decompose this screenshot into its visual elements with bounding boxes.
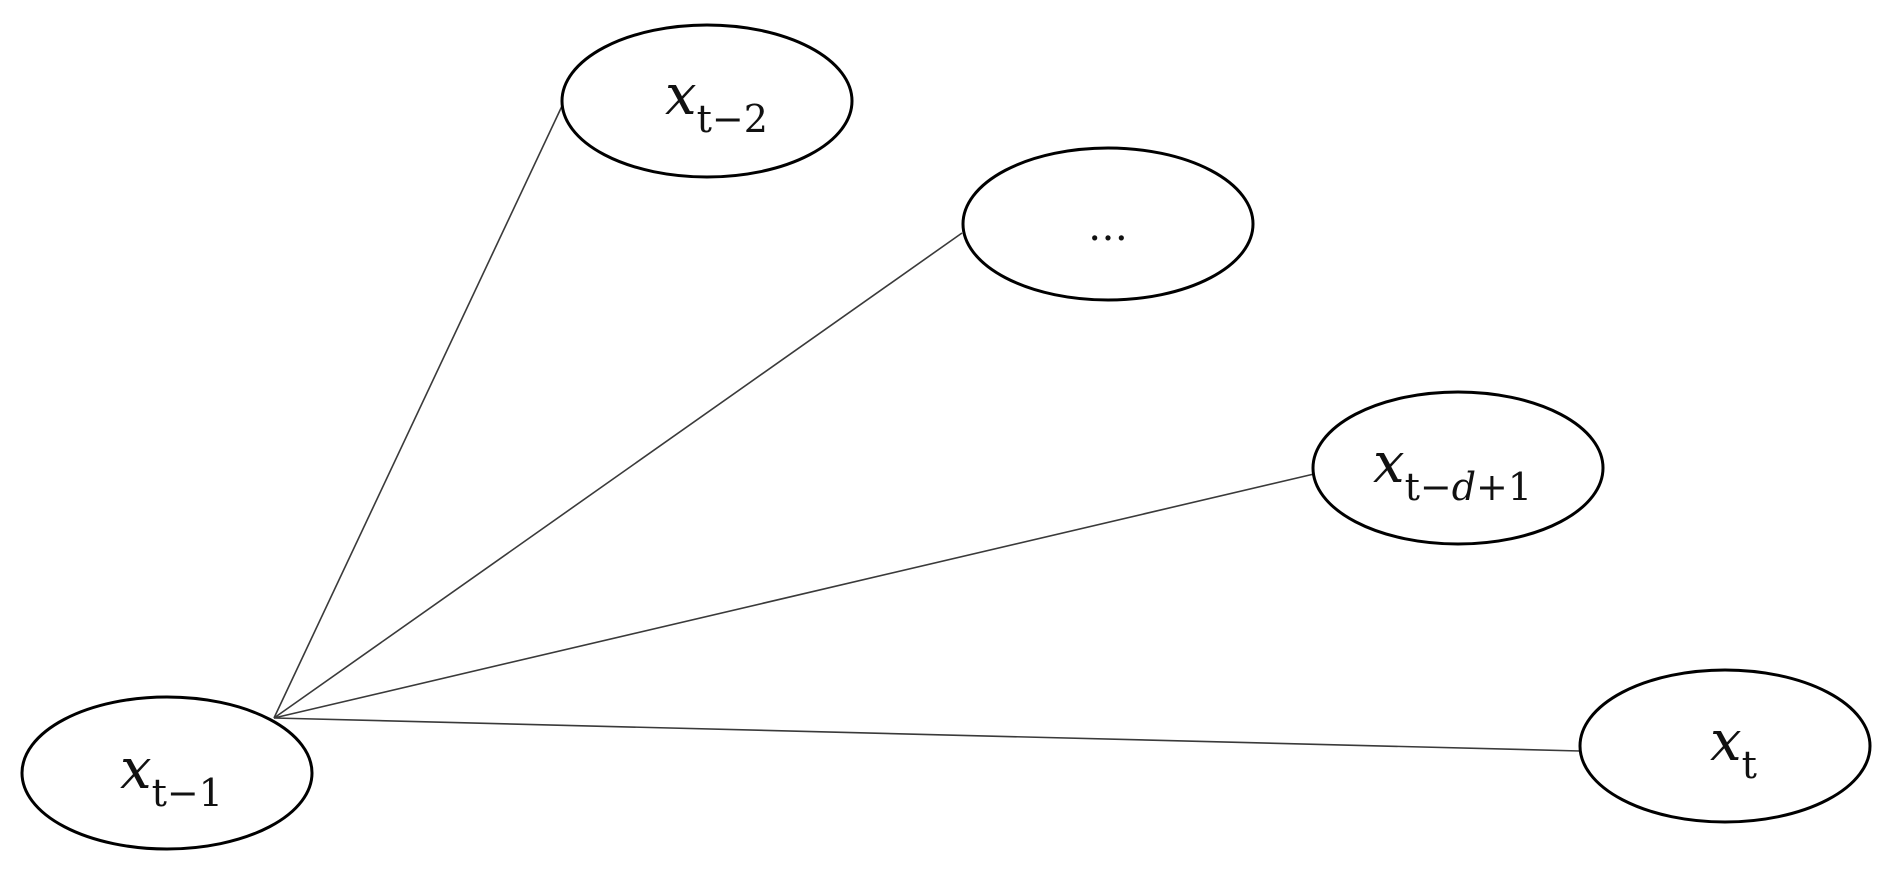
node-x-t-var: x — [1710, 709, 1742, 774]
svg-text:xt−2: xt−2 — [665, 63, 768, 141]
edge-xt1-to-xt — [273, 717, 1581, 752]
node-x-t-minus-d-plus-1: xt−d+1 — [1311, 390, 1605, 546]
node-x-t-minus-2-sub: t−2 — [697, 97, 768, 141]
edge-xt1-to-xt2 — [273, 105, 563, 719]
node-x-t-minus-d-plus-1-sub-d: d — [1452, 465, 1476, 509]
edge-xt1-to-xtd1 — [273, 473, 1315, 719]
node-x-t-minus-d-plus-1-sub-pre: t− — [1405, 465, 1452, 509]
edge-xt1-to-ellipsis — [273, 232, 963, 719]
svg-text:xt−1: xt−1 — [120, 737, 223, 815]
node-x-t-minus-d-plus-1-var: x — [1373, 431, 1405, 496]
ellipsis-label: … — [1088, 204, 1128, 250]
node-x-t-minus-d-plus-1-sub-post: +1 — [1476, 465, 1532, 509]
node-x-t-minus-1-var: x — [120, 737, 152, 802]
node-ellipsis: … — [961, 146, 1255, 302]
node-x-t-minus-1-sub: t−1 — [152, 771, 223, 815]
node-x-t-sub: t — [1742, 743, 1757, 787]
svg-text:xt: xt — [1710, 709, 1757, 787]
node-x-t-minus-1: xt−1 — [20, 695, 314, 851]
node-x-t: xt — [1578, 668, 1872, 824]
svg-text:xt−d+1: xt−d+1 — [1373, 431, 1532, 509]
node-x-t-minus-2-var: x — [665, 63, 697, 128]
node-x-t-minus-2: xt−2 — [560, 23, 854, 179]
